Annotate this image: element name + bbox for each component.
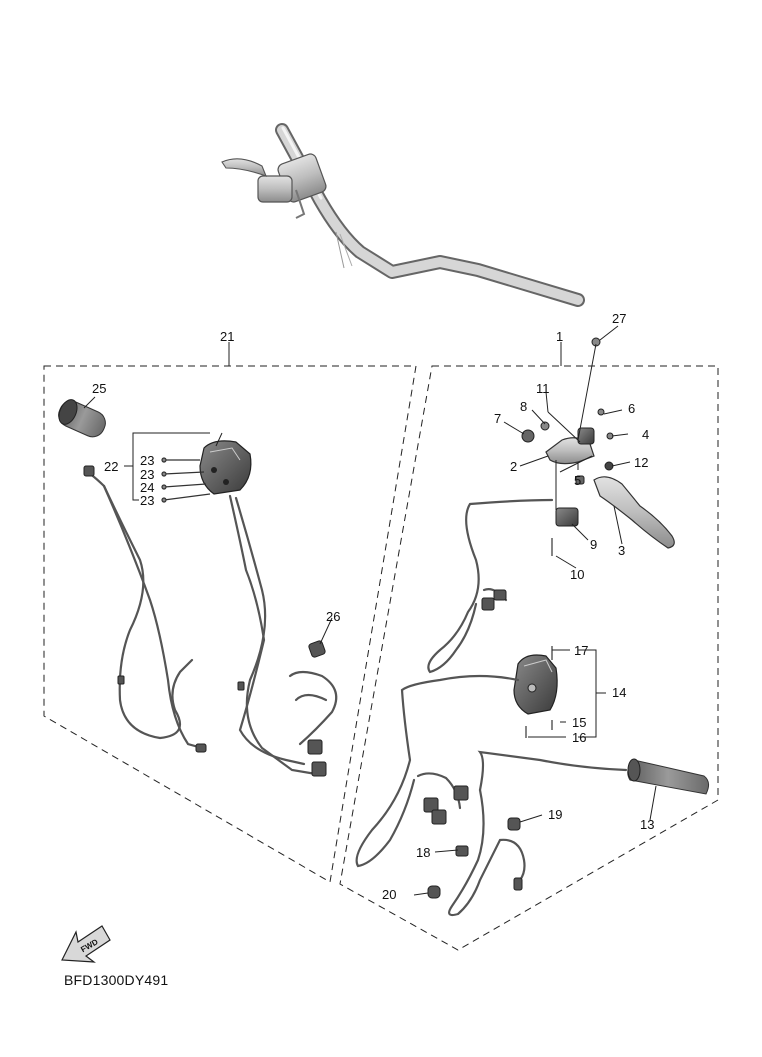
callout-17: 17 (574, 643, 589, 658)
callout-13: 13 (640, 817, 655, 832)
group-21-outline (43, 342, 417, 883)
callout-16: 16 (572, 730, 587, 745)
callout-10: 10 (570, 567, 585, 582)
right-small-screws (525, 538, 553, 738)
leader-lines (319, 325, 657, 896)
left-connectors (83, 465, 327, 777)
right-wiring (355, 498, 628, 917)
right-lever (593, 476, 675, 549)
callout-8: 8 (520, 399, 528, 414)
right-switch-9 (555, 507, 579, 527)
callout-4: 4 (642, 427, 650, 442)
callout-22: 22 (104, 459, 119, 474)
callout-14: 14 (612, 685, 627, 700)
left-grip (58, 396, 106, 438)
fwd-arrow-icon: FWD (61, 925, 111, 963)
left-bracket-22 (124, 432, 223, 501)
right-connectors (423, 589, 523, 899)
callout-24: 24 (140, 480, 155, 495)
left-small-screws (161, 457, 211, 503)
callout-23-third: 23 (140, 493, 155, 508)
callout-27: 27 (612, 311, 627, 326)
callout-23-second: 23 (140, 467, 155, 482)
callout-2: 2 (510, 459, 518, 474)
left-switch-housing (199, 440, 252, 495)
callout-5: 5 (574, 473, 582, 488)
callout-7: 7 (494, 411, 502, 426)
handlebar-assembly (221, 123, 585, 307)
callout-3: 3 (618, 543, 626, 558)
callout-19: 19 (548, 807, 563, 822)
callout-9: 9 (590, 537, 598, 552)
callout-1: 1 (556, 329, 564, 344)
drawing-code: BFD1300DY491 (64, 972, 169, 988)
callout-25: 25 (92, 381, 107, 396)
callout-11: 11 (536, 381, 550, 396)
right-switch-housing (513, 654, 558, 715)
callout-15: 15 (572, 715, 587, 730)
right-lever-holder (521, 337, 614, 485)
left-wiring (86, 470, 338, 776)
callout-6: 6 (628, 401, 636, 416)
callout-18: 18 (416, 845, 431, 860)
right-grip (627, 758, 710, 795)
callout-12: 12 (634, 455, 649, 470)
callout-21: 21 (220, 329, 235, 344)
group-1-outline (339, 342, 719, 951)
callout-23-first: 23 (140, 453, 155, 468)
callout-20: 20 (382, 887, 397, 902)
callout-26: 26 (326, 609, 341, 624)
